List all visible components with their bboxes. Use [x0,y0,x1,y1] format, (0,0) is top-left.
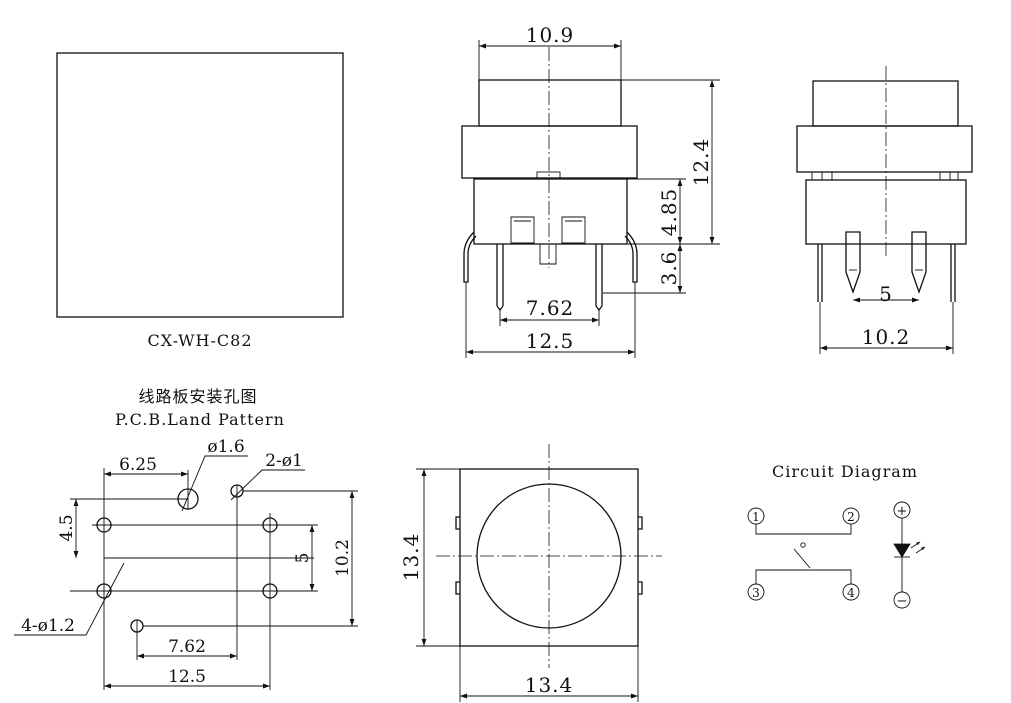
dim-front-top-width: 10.9 [526,23,575,47]
plus-terminal: + [897,504,908,519]
switch-contact [793,548,811,569]
front-base [473,178,628,245]
circuit-title: Circuit Diagram [772,462,918,481]
product-view: CX-WH-C82 [56,52,344,350]
terminal-1: 1 [747,507,765,525]
led-symbol: + − [893,501,926,609]
dim-front-height: 12.4 [689,138,713,187]
side-collar [796,125,973,173]
switch-wiring [755,524,852,584]
pcb-title-en: P.C.B.Land Pattern [115,410,285,429]
dim-top-width: 13.4 [525,673,574,697]
dim-side-pin-spacing: 5 [879,282,893,306]
dim-pcb-5: 5 [293,553,313,564]
label-hole-2-1: 2-ø1 [265,451,303,471]
dim-front-body-height: 4.85 [657,188,681,237]
dim-pcb-10-2: 10.2 [333,539,353,577]
side-cap [812,80,959,127]
top-view: 13.4 13.4 [399,444,662,702]
dim-pcb-12-5: 12.5 [168,667,206,687]
pcb-title-cn: 线路板安装孔图 [138,387,257,406]
svg-text:4: 4 [847,586,855,600]
dim-top-height: 13.4 [399,533,423,582]
minus-terminal: − [897,594,908,609]
dim-pcb-6-25: 6.25 [119,455,157,475]
dim-front-pin-length: 3.6 [657,251,681,286]
dim-pcb-4-5: 4.5 [57,514,77,541]
svg-text:1: 1 [752,510,760,524]
pcb-land-pattern: 线路板安装孔图 P.C.B.Land Pattern 6.25 ø1.6 2-ø… [14,387,358,690]
dim-pcb-7-62: 7.62 [168,637,206,657]
label-hole-1-6: ø1.6 [207,437,244,457]
dim-side-width: 10.2 [862,325,911,349]
terminal-3: 3 [747,583,765,601]
front-collar [461,125,638,179]
svg-text:2: 2 [847,510,855,524]
terminal-2: 2 [842,507,860,525]
side-view: 5 10.2 [796,66,973,354]
label-hole-4-1-2: 4-ø1.2 [21,616,75,636]
dim-front-pin-pitch: 7.62 [526,296,575,320]
front-cap [478,79,622,127]
model-label: CX-WH-C82 [148,331,253,350]
terminal-4: 4 [842,583,860,601]
circuit-diagram: Circuit Diagram 1 2 3 4 + − [747,462,926,609]
front-view: 10.9 12.4 4.85 3.6 7.62 12.5 [461,23,720,358]
dim-front-outer-width: 12.5 [526,329,575,353]
product-view-frame [56,52,344,318]
svg-text:3: 3 [752,586,760,600]
